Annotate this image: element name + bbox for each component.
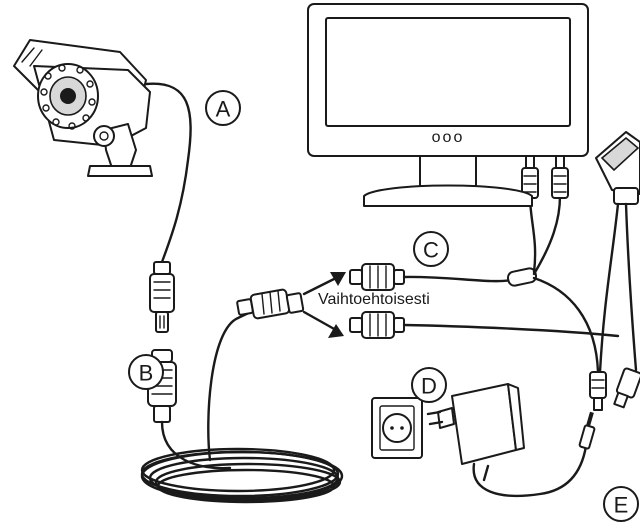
label-d: D xyxy=(411,367,447,403)
socket-connector-c xyxy=(349,263,514,291)
rca-splitter xyxy=(506,194,600,374)
label-b-text: B xyxy=(139,361,154,386)
label-c-text: C xyxy=(423,238,439,263)
power-adapter xyxy=(426,383,596,498)
label-e: E xyxy=(603,486,639,522)
label-e-text: E xyxy=(614,493,629,518)
monitor-illustration: ooo xyxy=(307,3,589,207)
scart-connector xyxy=(595,131,640,374)
label-b: B xyxy=(128,354,164,390)
alternative-arrows xyxy=(302,272,346,338)
rca-plug-bottom-left xyxy=(589,371,607,411)
wall-socket xyxy=(371,397,423,459)
monitor-buttons-label: ooo xyxy=(432,129,465,146)
label-a: A xyxy=(205,90,241,126)
rca-plug-bottom-right xyxy=(613,367,640,409)
extension-connector xyxy=(236,288,305,320)
label-d-text: D xyxy=(421,374,437,399)
label-a-text: A xyxy=(216,97,231,122)
camera-ir-leds xyxy=(40,64,96,130)
alternative-note: Vaihtoehtoisesti xyxy=(318,291,430,308)
label-c: C xyxy=(413,231,449,267)
camera-illustration xyxy=(13,39,192,264)
socket-connector-d xyxy=(349,311,620,339)
plug-connector-a xyxy=(149,261,175,333)
